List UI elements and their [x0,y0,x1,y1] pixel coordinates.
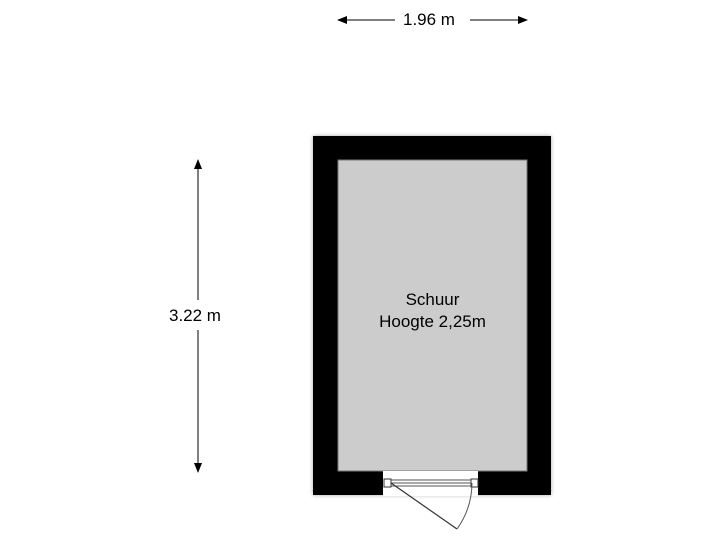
room-label: Schuur Hoogte 2,25m [338,289,527,333]
width-dimension-label: 1.96 m [399,10,459,30]
walls [313,136,551,496]
door [383,478,479,530]
room-height: Hoogte 2,25m [379,312,486,331]
door-swing-arc [456,482,473,530]
room-name: Schuur [405,290,460,309]
height-dimension-label: 3.22 m [165,306,225,326]
door-leaf [390,482,458,530]
